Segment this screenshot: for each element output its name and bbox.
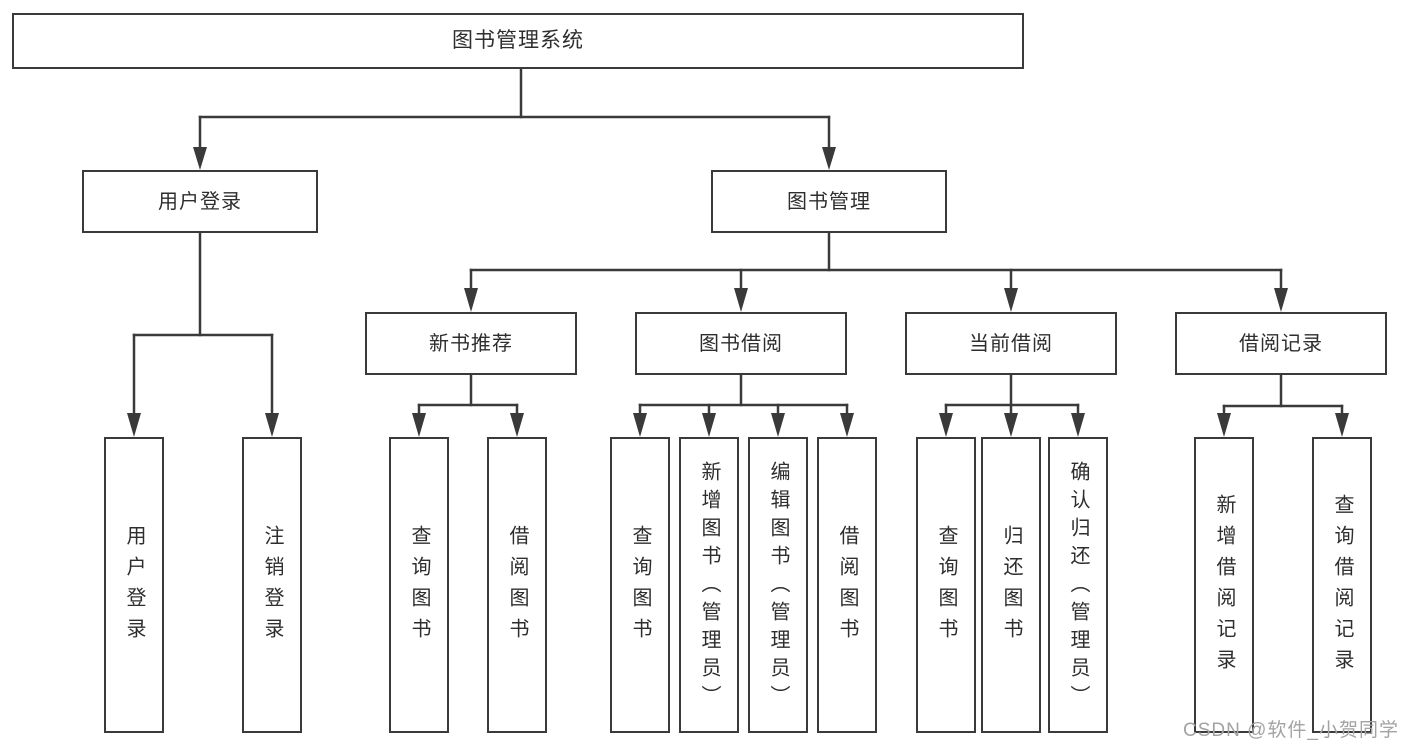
- node-bb-edit-book-admin: 编辑图书（管理员）: [748, 437, 808, 733]
- node-current-borrow: 当前借阅: [905, 312, 1117, 375]
- node-logout-leaf: 注销登录: [242, 437, 302, 733]
- node-root: 图书管理系统: [12, 13, 1024, 69]
- node-nbr-borrow-book: 借阅图书: [487, 437, 547, 733]
- connector-book-borrow-children: [633, 373, 854, 437]
- node-bb-query-book: 查询图书: [610, 437, 670, 733]
- node-cb-return-book: 归还图书: [981, 437, 1041, 733]
- node-bb-borrow-book: 借阅图书: [817, 437, 877, 733]
- node-user-login: 用户登录: [82, 170, 318, 233]
- node-new-book-recommend: 新书推荐: [365, 312, 577, 375]
- connector-root-to-level2: [193, 67, 836, 170]
- node-br-query-record: 查询借阅记录: [1312, 437, 1372, 733]
- connector-user-login-children: [127, 231, 279, 437]
- node-nbr-query-book: 查询图书: [389, 437, 449, 733]
- connector-current-borrow-children: [939, 373, 1085, 437]
- node-bb-add-book-admin: 新增图书（管理员）: [679, 437, 739, 733]
- connector-new-book-recommend-children: [412, 373, 524, 437]
- node-br-add-record: 新增借阅记录: [1194, 437, 1254, 733]
- node-book-management: 图书管理: [711, 170, 947, 233]
- node-book-borrow: 图书借阅: [635, 312, 847, 375]
- connector-book-management-children: [464, 231, 1288, 312]
- node-cb-query-book: 查询图书: [916, 437, 976, 733]
- node-user-login-leaf: 用户登录: [104, 437, 164, 733]
- connector-borrow-record-children: [1217, 373, 1349, 437]
- watermark-text: CSDN @软件_小贺同学: [1183, 720, 1399, 741]
- node-cb-confirm-return-admin: 确认归还（管理员）: [1048, 437, 1108, 733]
- node-borrow-record: 借阅记录: [1175, 312, 1387, 375]
